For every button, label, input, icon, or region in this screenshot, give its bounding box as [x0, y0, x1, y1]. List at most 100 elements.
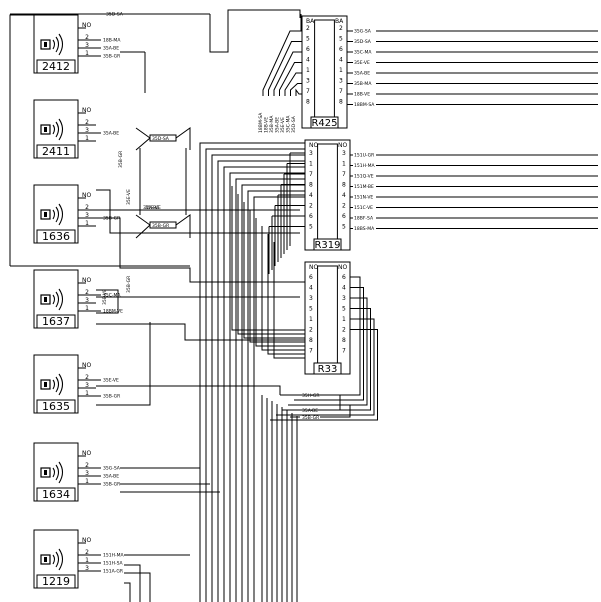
device-label-box	[36, 399, 76, 414]
relay-pin-left: 1	[306, 67, 310, 74]
speaker-icon	[40, 467, 51, 478]
loop-wire	[294, 287, 364, 401]
terminal-pin: NO	[82, 192, 91, 199]
relay-pin-right: 6	[342, 274, 346, 281]
wire	[96, 189, 300, 234]
bundle-wire	[267, 234, 305, 355]
speaker-cone	[44, 127, 47, 132]
terminal-pin: 3	[85, 42, 89, 49]
relay-label-box	[313, 362, 342, 375]
wire	[96, 322, 151, 406]
mid-label: 35E-VE	[145, 205, 161, 211]
terminal-pin: 1	[85, 557, 89, 564]
wire	[175, 214, 191, 238]
speaker-icon	[40, 554, 51, 565]
bundle-wire	[290, 83, 302, 96]
relay-out-label: 35D-SA	[354, 39, 372, 45]
relay-pin-right: 7	[342, 348, 346, 355]
relay-pin-right: 2	[339, 25, 343, 32]
relay-pin-right: 5	[342, 306, 346, 313]
wire	[96, 217, 305, 283]
sound-wave-icon	[58, 33, 64, 56]
relay-pin-left: 3	[309, 295, 313, 302]
device-label-box	[36, 314, 76, 329]
relay-out-label: 18BM-SA	[354, 102, 375, 108]
sound-wave-icon	[58, 548, 64, 571]
speaker-cone	[44, 297, 47, 302]
relay-out-label: 35B-MA	[354, 81, 372, 87]
wire	[96, 385, 281, 395]
terminal-pin: 3	[85, 382, 89, 389]
bundle-label: 35B-MA	[269, 115, 275, 133]
wire-label: 35A-BE	[103, 46, 119, 52]
relay-pin-left: 5	[306, 36, 310, 43]
device-label: 1636	[42, 230, 70, 243]
relay-pin-left: 1	[309, 161, 313, 168]
sound-wave-icon	[52, 379, 56, 390]
bundle-wire	[235, 178, 305, 602]
loop-wire	[276, 318, 375, 416]
relay-head-left: NO	[309, 142, 318, 149]
relay-pin-right: 3	[339, 78, 343, 85]
relay-head-right: NO	[338, 264, 347, 271]
wire-label: 151H-MA	[103, 553, 124, 559]
relay-pin-right: 6	[342, 213, 346, 220]
bundle-wire	[211, 154, 305, 602]
mid-label: 35A-BE	[143, 205, 159, 211]
device-label: 1219	[42, 575, 70, 588]
wire-label: 35C-MA	[103, 293, 121, 299]
terminal-pin: 1	[85, 390, 89, 397]
bundle-wire	[243, 202, 305, 339]
terminal-pin: 2	[85, 462, 89, 469]
relay-pin-right: 8	[342, 337, 346, 344]
junction-lower-label: 35B-GR	[152, 223, 169, 229]
wire-label: 35G-SA	[103, 466, 121, 472]
relay-pin-right: 1	[339, 67, 343, 74]
relay-pin-right: 5	[342, 224, 346, 231]
speaker-icon	[40, 379, 51, 390]
junction-lower	[149, 221, 177, 229]
terminal-pin: NO	[82, 22, 91, 29]
relay-label: R319	[314, 240, 340, 251]
relay-core	[314, 19, 335, 119]
device-label-box	[36, 59, 76, 74]
bundle-wire	[253, 196, 305, 602]
relay-out-label: 18B-VE	[354, 92, 370, 98]
junction-upper-label: 35D-SA	[152, 136, 170, 142]
relay-pin-right: 7	[342, 171, 346, 178]
vertical-label: 35E-VE	[126, 189, 132, 205]
relay-pin-left: 3	[309, 150, 313, 157]
relay-pin-right: 8	[342, 182, 346, 189]
speaker-cone	[44, 212, 47, 217]
relay-out-label: 35C-MA	[354, 50, 372, 56]
device-label-box	[36, 229, 76, 244]
sound-wave-icon	[58, 461, 64, 484]
bottom-label: 35B-GR	[302, 415, 319, 421]
speaker-icon	[40, 294, 51, 305]
bottom-label: 35A-BE	[302, 408, 318, 414]
wire	[124, 582, 131, 602]
bundle-label: 35A-BE	[275, 117, 281, 133]
sound-wave-icon	[52, 124, 56, 135]
labels-group: 35G-SA35D-SA35C-MA35E-VE35A-BE35B-MA18B-…	[102, 12, 375, 422]
terminal-pin: 1	[85, 220, 89, 227]
relay-pin-left: 7	[306, 88, 310, 95]
sound-wave-icon	[55, 464, 60, 481]
relay-out-label: 151N-VE	[354, 195, 373, 201]
wire	[96, 289, 119, 314]
bundle-wire	[237, 194, 305, 335]
wire	[124, 564, 141, 602]
bundle-wire	[295, 88, 302, 96]
relay-out-label: 18BF-SA	[354, 216, 374, 222]
bundle-wire	[255, 218, 305, 347]
wire-label: 151H-SA	[103, 561, 124, 567]
bundle-label: 35D-SA	[291, 115, 297, 133]
relay-pin-left: 8	[309, 182, 313, 189]
relay-head-right: NO	[338, 142, 347, 149]
relay-pin-left: 7	[309, 348, 313, 355]
terminal-pin: 2	[85, 549, 89, 556]
